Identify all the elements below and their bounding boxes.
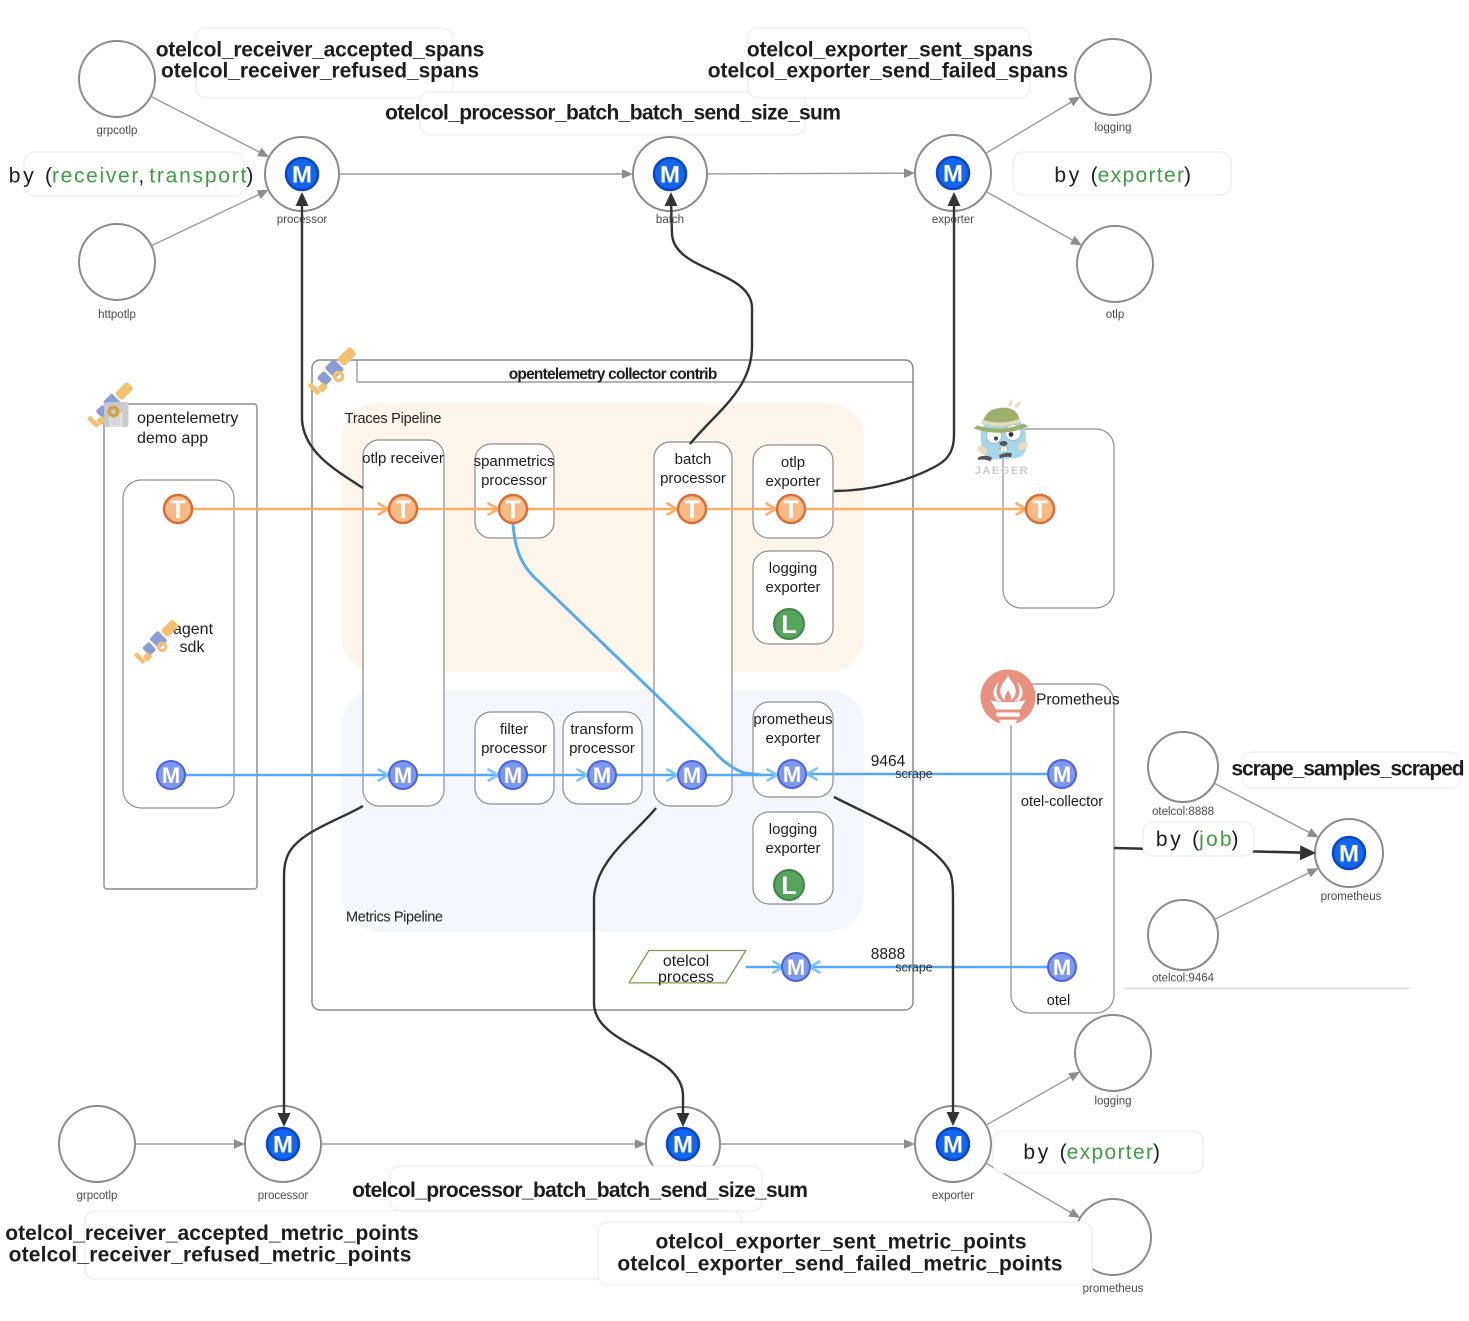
svg-text:otelcol_exporter_sent_metric_p: otelcol_exporter_sent_metric_points — [656, 1231, 1027, 1254]
svg-text:M: M — [504, 763, 522, 788]
svg-text:scrape: scrape — [895, 767, 933, 781]
svg-text:job: job — [1198, 828, 1231, 851]
svg-text:logging: logging — [1094, 122, 1131, 134]
svg-text:exporter: exporter — [765, 473, 820, 490]
svg-text:M: M — [1339, 841, 1359, 868]
svg-text:M: M — [673, 1132, 693, 1159]
svg-text:M: M — [660, 162, 680, 189]
svg-text:exporter: exporter — [932, 1190, 974, 1202]
svg-text:M: M — [787, 955, 805, 980]
svg-text:otlp: otlp — [781, 454, 805, 471]
svg-text:otelcol_receiver_refused_spans: otelcol_receiver_refused_spans — [161, 59, 479, 82]
svg-text:T: T — [395, 496, 410, 524]
svg-text:otelcol_receiver_refused_metri: otelcol_receiver_refused_metric_points — [9, 1244, 412, 1267]
svg-text:exporter: exporter — [1067, 1141, 1153, 1164]
svg-text:): ) — [246, 165, 253, 188]
svg-text:T: T — [1032, 496, 1047, 524]
svg-text:demo app: demo app — [137, 430, 208, 447]
svg-text:otlp receiver: otlp receiver — [362, 450, 444, 467]
svg-text:exporter: exporter — [765, 730, 820, 747]
svg-text:otelcol:8888: otelcol:8888 — [1152, 806, 1214, 818]
svg-text:processor: processor — [569, 740, 635, 757]
svg-text:otelcol_exporter_send_failed_s: otelcol_exporter_send_failed_spans — [708, 59, 1068, 82]
svg-text:otelcol:9464: otelcol:9464 — [1152, 973, 1215, 985]
svg-text:M: M — [162, 763, 180, 788]
svg-text:M: M — [292, 162, 312, 189]
svg-text:httpotlp: httpotlp — [98, 309, 136, 321]
svg-text:logging: logging — [1094, 1096, 1131, 1108]
svg-text:exporter: exporter — [1098, 164, 1184, 187]
svg-text:opentelemetry: opentelemetry — [137, 410, 238, 427]
svg-text:logging: logging — [769, 821, 817, 838]
svg-text:,: , — [138, 165, 144, 188]
svg-text:prometheus: prometheus — [1321, 891, 1382, 903]
svg-text:L: L — [781, 872, 796, 900]
svg-text:M: M — [273, 1132, 293, 1159]
svg-text:prometheus: prometheus — [753, 711, 832, 728]
svg-text:processor: processor — [481, 740, 547, 757]
svg-text:otelcol: otelcol — [663, 953, 709, 970]
svg-text:logging: logging — [769, 560, 817, 577]
svg-text:Prometheus: Prometheus — [1036, 692, 1120, 709]
svg-text:L: L — [781, 611, 796, 639]
svg-text:grpcotlp: grpcotlp — [77, 1190, 118, 1202]
svg-text:processor: processor — [660, 470, 726, 487]
svg-text:by (: by ( — [9, 165, 52, 188]
svg-text:receiver: receiver — [52, 165, 138, 188]
svg-text:batch: batch — [675, 451, 712, 468]
svg-text:Traces Pipeline: Traces Pipeline — [345, 411, 442, 427]
svg-text:JAEGER: JAEGER — [975, 465, 1029, 477]
svg-text:by (: by ( — [1054, 164, 1097, 187]
svg-text:otelcol_receiver_accepted_metr: otelcol_receiver_accepted_metric_points — [5, 1222, 418, 1245]
svg-text:M: M — [783, 762, 801, 787]
svg-text:otelcol_receiver_accepted_span: otelcol_receiver_accepted_spans — [156, 38, 485, 61]
svg-text:T: T — [505, 496, 520, 524]
svg-text:otelcol_processor_batch_batch_: otelcol_processor_batch_batch_send_size_… — [352, 1179, 808, 1202]
svg-text:M: M — [943, 161, 963, 188]
svg-text:otelcol_processor_batch_batch_: otelcol_processor_batch_batch_send_size_… — [385, 102, 841, 125]
svg-text:transform: transform — [570, 721, 633, 738]
svg-text:exporter: exporter — [932, 214, 974, 226]
svg-text:processor: processor — [481, 472, 547, 489]
svg-text:processor: processor — [258, 1190, 309, 1202]
svg-text:Metrics Pipeline: Metrics Pipeline — [346, 910, 443, 926]
svg-text:otelcol_exporter_sent_spans: otelcol_exporter_sent_spans — [747, 38, 1033, 61]
svg-text:filter: filter — [500, 721, 528, 738]
svg-text:scrape: scrape — [895, 961, 933, 975]
svg-text:spanmetrics: spanmetrics — [474, 453, 555, 470]
svg-text:sdk: sdk — [180, 639, 206, 656]
svg-text:scrape_samples_scraped: scrape_samples_scraped — [1231, 758, 1464, 781]
svg-text:batch: batch — [656, 214, 684, 226]
svg-text:exporter: exporter — [765, 840, 820, 857]
svg-text:T: T — [783, 496, 798, 524]
svg-text:M: M — [1053, 762, 1071, 787]
svg-text:prometheus: prometheus — [1083, 1283, 1144, 1295]
svg-text:): ) — [1184, 164, 1191, 187]
svg-text:by (: by ( — [1023, 1141, 1066, 1164]
svg-text:agent: agent — [173, 621, 214, 638]
svg-text:otel: otel — [1047, 993, 1070, 1009]
svg-text:by (: by ( — [1156, 828, 1199, 851]
svg-text:9464: 9464 — [871, 753, 906, 770]
svg-text:exporter: exporter — [765, 579, 820, 596]
svg-text:8888: 8888 — [871, 946, 905, 963]
svg-text:otel-collector: otel-collector — [1021, 794, 1103, 810]
svg-text:M: M — [394, 763, 412, 788]
svg-text:M: M — [683, 763, 701, 788]
svg-text:processor: processor — [277, 214, 328, 226]
svg-text:transport: transport — [149, 165, 246, 188]
svg-text:M: M — [593, 763, 611, 788]
svg-text:grpcotlp: grpcotlp — [97, 125, 138, 137]
svg-text:M: M — [943, 1132, 963, 1159]
svg-text:opentelemetry collector contri: opentelemetry collector contrib — [509, 366, 718, 383]
svg-text:process: process — [658, 969, 714, 986]
svg-text:T: T — [684, 496, 699, 524]
svg-text:M: M — [1053, 955, 1071, 980]
svg-text:otelcol_exporter_send_failed_m: otelcol_exporter_send_failed_metric_poin… — [617, 1253, 1062, 1276]
svg-text:): ) — [1153, 1141, 1160, 1164]
svg-text:): ) — [1232, 828, 1239, 851]
svg-text:otlp: otlp — [1106, 309, 1125, 321]
svg-text:T: T — [170, 496, 185, 524]
